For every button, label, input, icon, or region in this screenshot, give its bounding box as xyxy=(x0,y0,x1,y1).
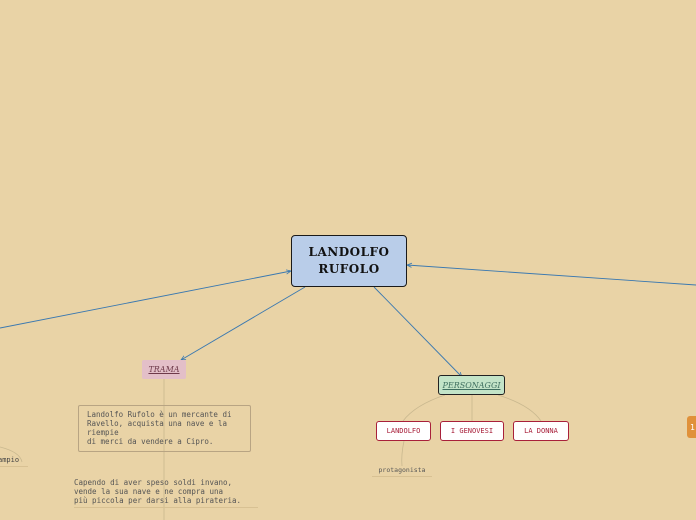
branch-esempio xyxy=(0,446,23,463)
character-donna[interactable]: LA DONNA xyxy=(513,421,569,441)
connector-trama xyxy=(181,286,306,360)
branch-landolfo xyxy=(402,394,446,422)
subtopic-protagonista[interactable]: protagonista xyxy=(372,466,432,477)
trama-description-2[interactable]: Capendo di aver speso soldi invano, vend… xyxy=(74,478,258,508)
offscreen-topic-orange[interactable]: 1 xyxy=(687,416,696,438)
branch-protagonista xyxy=(401,440,405,467)
trama-description-1[interactable]: Landolfo Rufolo è un mercante di Ravello… xyxy=(78,405,251,452)
connector-right xyxy=(407,265,696,286)
central-topic-line2: RUFOLO xyxy=(318,262,380,276)
character-landolfo[interactable]: LANDOLFO xyxy=(376,421,431,441)
subtopic-esempio-partial[interactable]: ampio xyxy=(0,456,28,467)
central-topic-line1: LANDOLFO xyxy=(308,245,390,259)
topic-trama[interactable]: TRAMA xyxy=(142,360,186,379)
branch-donna xyxy=(497,394,542,422)
central-topic[interactable]: LANDOLFO RUFOLO xyxy=(291,235,407,287)
connector-personaggi xyxy=(373,286,462,377)
character-genovesi[interactable]: I GENOVESI xyxy=(440,421,504,441)
topic-personaggi[interactable]: PERSONAGGI xyxy=(438,375,505,395)
connector-left xyxy=(0,271,291,329)
